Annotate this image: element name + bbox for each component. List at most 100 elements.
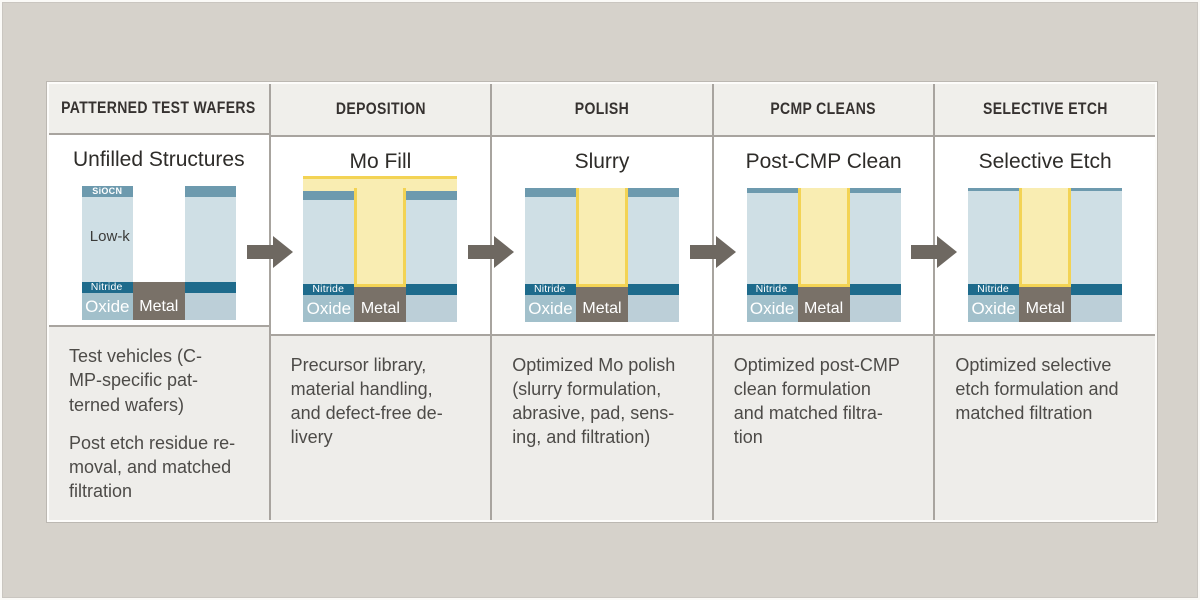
siocn-layer (849, 188, 901, 193)
nitride-label: Nitride (90, 281, 123, 294)
nitride-label: Nitride (755, 283, 788, 295)
diagram-title: Selective Etch (978, 150, 1112, 173)
wafer-cross-section: Nitride Oxide Metal (303, 176, 458, 322)
mo-fill-layer (575, 188, 628, 287)
oxide-label: Oxide (85, 296, 130, 316)
siocn-layer (1071, 188, 1123, 191)
low-k-layer (746, 188, 798, 284)
oxide-label: Oxide (306, 298, 352, 318)
low-k-layer (1071, 188, 1123, 284)
oxide-layer (849, 295, 901, 322)
column-header-label: PATTERNED TEST WAFERS (61, 99, 257, 118)
siocn-layer (627, 188, 679, 197)
oxide-layer (406, 295, 458, 322)
process-column-selective-etch: SELECTIVE ETCH Selective Etch Nitride (935, 84, 1155, 520)
description-cell: Optimized Mo polish (slurry formulation,… (492, 336, 712, 520)
metal-label: Metal (582, 299, 622, 317)
oxide-layer: Oxide (81, 293, 133, 321)
low-k-layer (184, 186, 236, 283)
right-arrow-icon (247, 236, 294, 268)
right-arrow-icon (910, 236, 957, 268)
wafer-cross-section: Nitride Oxide Metal (746, 188, 901, 322)
low-k-layer (627, 188, 679, 284)
mo-fill-layer (797, 188, 850, 287)
low-k-layer (968, 188, 1020, 284)
metal-layer: Metal (132, 282, 185, 321)
oxide-layer: Oxide (303, 295, 355, 322)
diagram-title: Post-CMP Clean (745, 150, 902, 173)
siocn-layer (746, 188, 798, 193)
description-paragraph: Post etch residue re- moval, and matched… (69, 432, 236, 501)
description-cell: Optimized selective etch formulation and… (935, 336, 1155, 520)
metal-label: Metal (1025, 299, 1065, 317)
column-header: PCMP CLEANS (713, 84, 934, 135)
low-k-layer (524, 188, 576, 284)
wafer-cross-section: Nitride Oxide Metal (968, 188, 1123, 322)
description-cell: Precursor library, material handling, an… (270, 336, 491, 520)
description-paragraph: Optimized post-CMP clean formulation and… (733, 355, 900, 448)
siocn-layer (968, 188, 1020, 191)
column-header-label: POLISH (574, 100, 630, 118)
column-header: DEPOSITION (270, 84, 491, 135)
metal-label: Metal (804, 299, 844, 317)
diagram-cell: Post-CMP Clean Nitride Oxide (713, 137, 934, 334)
process-column-patterned-test-wafers: PATTERNED TEST WAFERS Unfilled Structure… (49, 84, 269, 520)
description-paragraph: Precursor library, material handling, an… (290, 355, 443, 448)
nitride-label: Nitride (977, 283, 1009, 295)
oxide-layer (1071, 295, 1123, 322)
low-k-layer: SiOCN (81, 186, 133, 283)
low-k-layer (849, 188, 901, 284)
column-header: SELECTIVE ETCH (935, 84, 1155, 135)
siocn-label: SiOCN (92, 186, 123, 197)
description-paragraph: Optimized Mo polish (slurry formulation,… (512, 355, 676, 448)
metal-layer: Metal (575, 284, 628, 322)
mo-fill-layer (354, 188, 407, 287)
right-arrow-icon (468, 236, 515, 268)
low-k-layer (303, 188, 355, 284)
siocn-layer: SiOCN (81, 186, 133, 198)
process-column-deposition: DEPOSITION Mo Fill Nitride (270, 84, 491, 520)
diagram-title: Unfilled Structures (73, 148, 245, 172)
diagram-cell: Mo Fill Nitride Oxide (270, 137, 491, 334)
low-k-layer (406, 188, 458, 284)
oxide-layer: Oxide (524, 295, 576, 322)
column-header-label: PCMP CLEANS (770, 100, 877, 118)
metal-layer: Metal (797, 284, 850, 322)
siocn-layer (524, 188, 576, 197)
metal-label: Metal (139, 297, 179, 315)
metal-label: Metal (360, 299, 400, 317)
oxide-layer (184, 293, 236, 321)
mo-blanket-layer (303, 176, 458, 191)
low-k-label: Low-k (89, 228, 130, 246)
oxide-layer (627, 295, 679, 322)
oxide-label: Oxide (528, 298, 573, 318)
description-cell: Test vehicles (C- MP-specific pat- terne… (49, 327, 269, 520)
metal-layer: Metal (1019, 284, 1072, 322)
mo-fill-layer (1019, 188, 1072, 287)
oxide-layer: Oxide (746, 295, 798, 322)
process-flow-table: PATTERNED TEST WAFERS Unfilled Structure… (47, 82, 1157, 522)
right-arrow-icon (689, 236, 736, 268)
process-column-polish: POLISH Slurry Nitride Oxide (492, 84, 712, 520)
diagram-cell: Unfilled Structures SiOCN Low-k Nitride (49, 135, 269, 326)
nitride-label: Nitride (312, 283, 345, 295)
oxide-layer: Oxide (968, 295, 1020, 322)
siocn-layer (184, 186, 236, 198)
wafer-cross-section: SiOCN Low-k Nitride Oxide Met (81, 186, 236, 321)
diagram-title: Slurry (574, 150, 630, 173)
column-header: PATTERNED TEST WAFERS (49, 84, 269, 134)
nitride-label: Nitride (533, 283, 566, 295)
metal-layer: Metal (354, 284, 407, 322)
oxide-label: Oxide (749, 298, 795, 318)
process-column-pcmp-cleans: PCMP CLEANS Post-CMP Clean Nitride (713, 84, 934, 520)
column-header-label: DEPOSITION (335, 100, 426, 118)
description-paragraph: Optimized selective etch formulation and… (955, 355, 1119, 424)
diagram-cell: Slurry Nitride Oxide (492, 137, 712, 334)
description-cell: Optimized post-CMP clean formulation and… (713, 336, 934, 520)
diagram-title: Mo Fill (349, 150, 412, 173)
diagram-cell: Selective Etch Nitride Oxide (935, 137, 1155, 334)
description-paragraph: Test vehicles (C- MP-specific pat- terne… (69, 346, 203, 415)
column-header: POLISH (492, 84, 712, 135)
wafer-cross-section: Nitride Oxide Metal (524, 188, 679, 322)
